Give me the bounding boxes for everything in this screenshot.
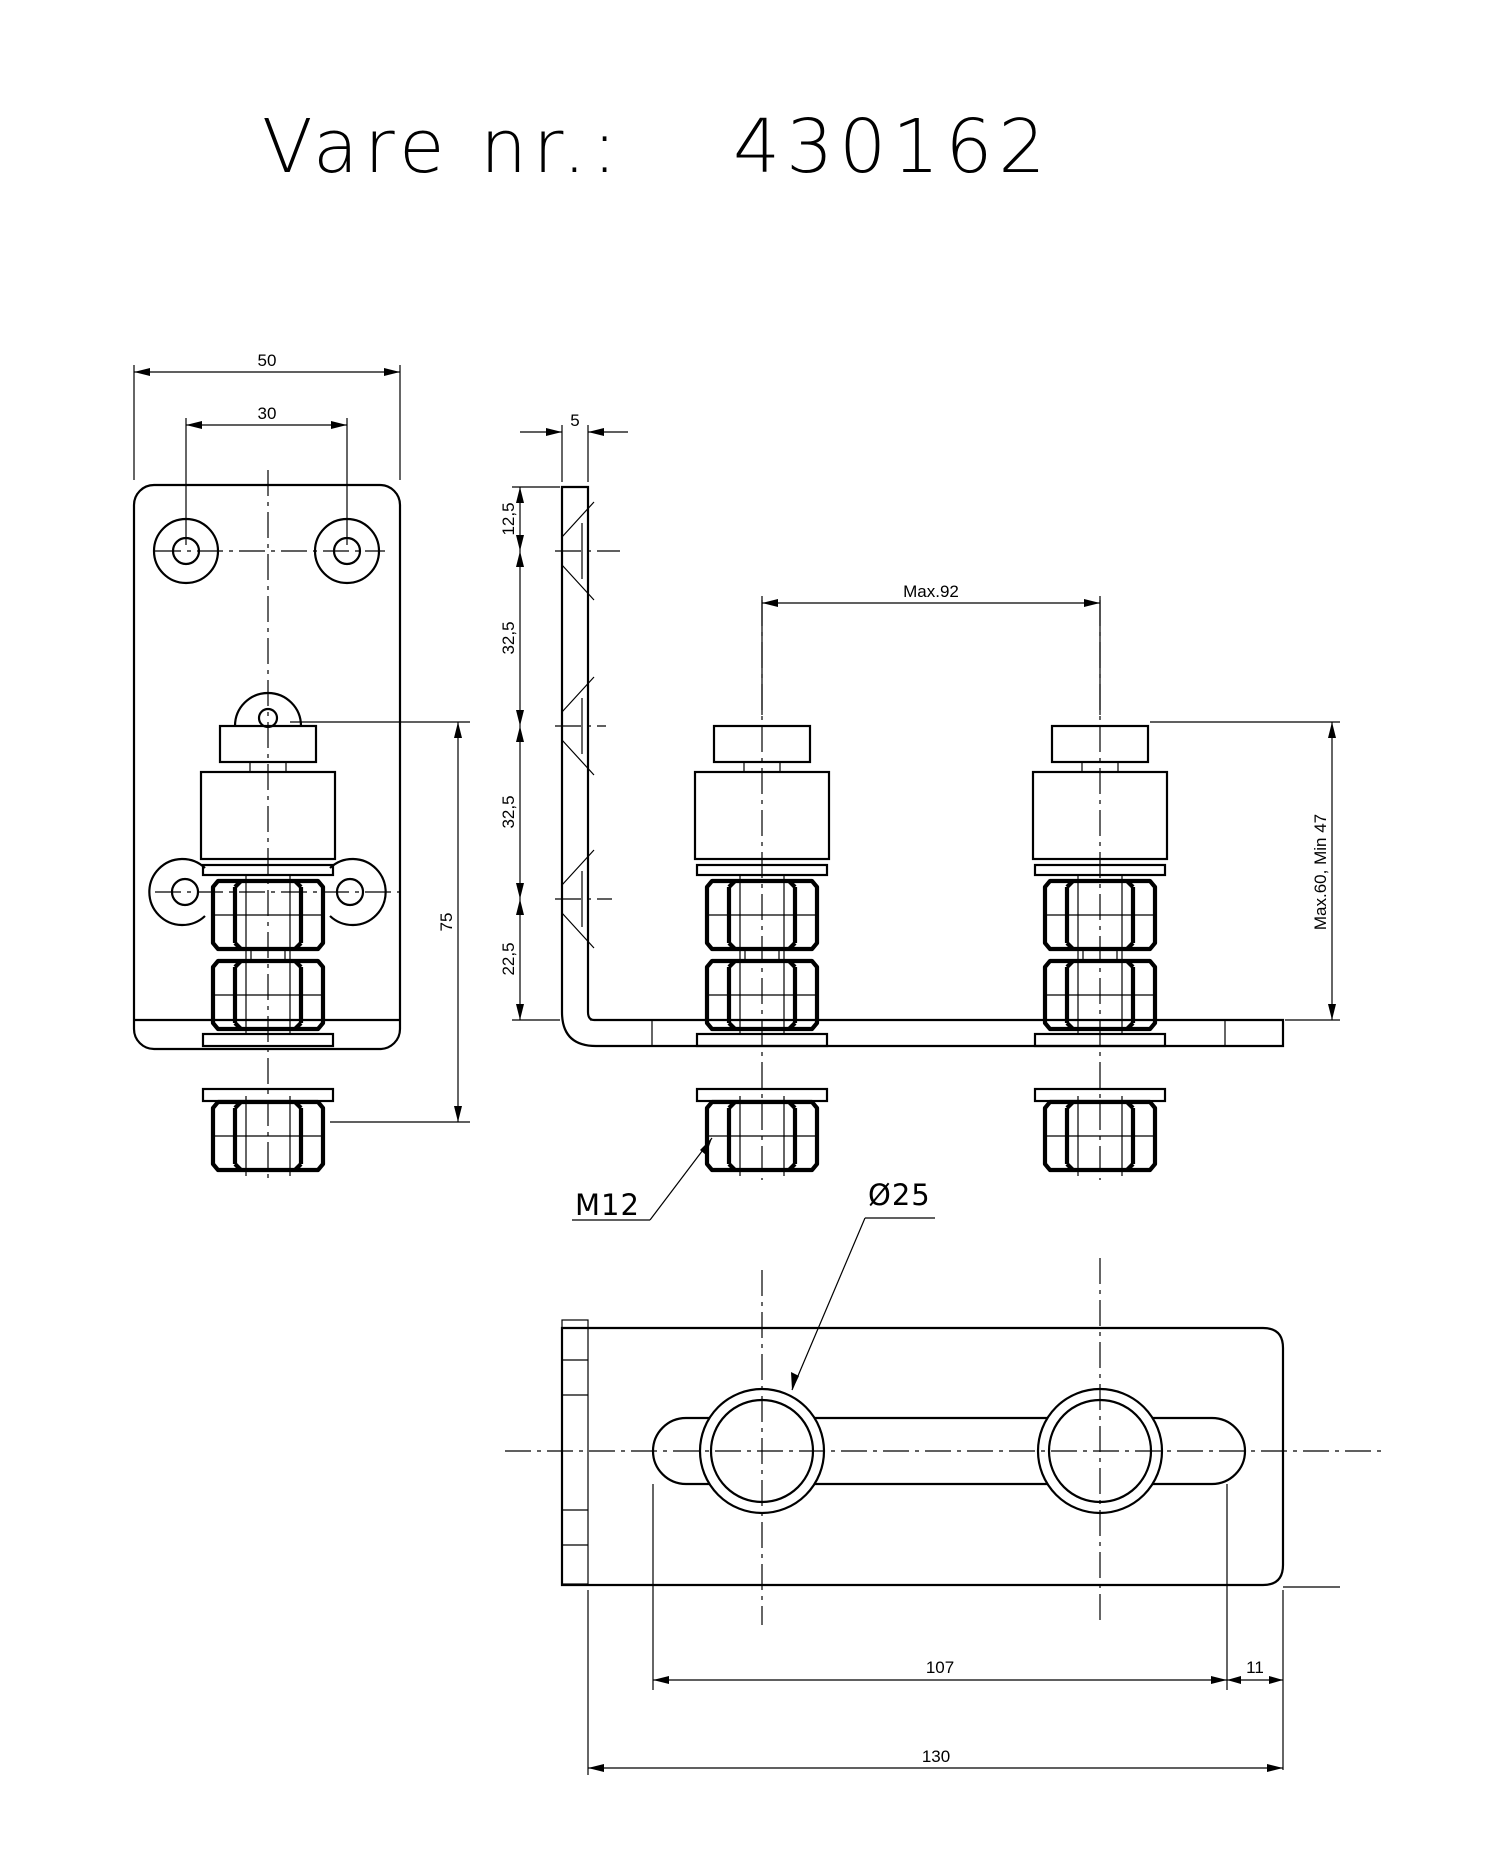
dim-front-width: 50	[258, 351, 277, 370]
title-label: Vare nr.:	[262, 104, 623, 190]
dim-max-spacing: Max.92	[903, 582, 959, 601]
adjustment-slot	[651, 1416, 1247, 1486]
dim-thickness: 5	[570, 411, 579, 430]
title-number: 430162	[733, 104, 1052, 190]
front-plate-outline	[132, 483, 402, 1051]
dim-slot-end: 11	[1246, 1658, 1264, 1677]
dim-vertical-2: 32,5	[499, 621, 518, 654]
dim-front-height: 75	[437, 913, 456, 932]
bracket-profile	[560, 485, 1285, 1048]
dim-slot-length: 107	[926, 1658, 954, 1677]
dim-vertical-3: 32,5	[499, 795, 518, 828]
dim-vertical-4: 22,5	[499, 942, 518, 975]
top-plate-outline	[560, 1326, 1285, 1587]
callout-diameter: Ø25	[868, 1178, 931, 1212]
top-view	[505, 1258, 1385, 1625]
callout-thread: M12	[575, 1188, 640, 1222]
front-view	[132, 470, 405, 1180]
side-hole-left	[148, 857, 206, 927]
callouts: M12 Ø25	[572, 1137, 935, 1391]
dim-vertical-1: 12,5	[499, 502, 518, 535]
dim-total-length: 130	[922, 1747, 950, 1766]
dim-height-range: Max.60, Min 47	[1311, 814, 1330, 930]
dim-hole-spacing: 30	[258, 404, 277, 423]
dimension-lines: 50 30 75 5 12,5 32,5 32,5 22,5	[133, 351, 1340, 1775]
